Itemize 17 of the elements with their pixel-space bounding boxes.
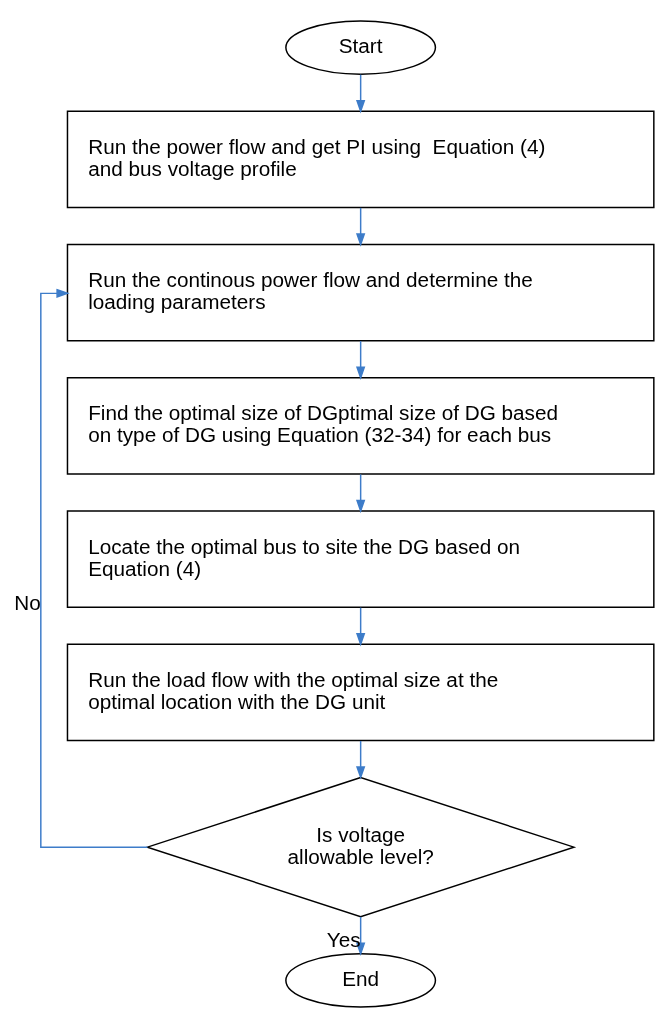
arrow: [356, 473, 366, 513]
node-box: Locate the optimal bus to site the DG based on Equation (4): [66, 509, 655, 608]
arrow: [356, 73, 366, 113]
node-ellipse: End: [285, 952, 437, 1008]
node-ellipse: Start: [285, 19, 437, 75]
edge-label: Yes: [326, 927, 361, 951]
arrow: [356, 739, 366, 779]
node-box: Run the power flow and get PI using Equation (4) and bus voltage profile: [66, 110, 655, 208]
node-diamond: Is voltage allowable level?: [145, 776, 577, 918]
arrow: [40, 288, 149, 848]
edge-label: No: [14, 590, 41, 614]
node-box: Run the continous power flow and determine the loading parameters: [66, 243, 655, 341]
node-box: Run the load flow with the optimal size at the optimal location with the DG unit: [66, 643, 655, 741]
arrow: [356, 606, 366, 646]
node-box: Find the optimal size of DGptimal size of DG based on type of DG using Equation (32-34) for each bus: [66, 376, 655, 475]
arrow: [356, 339, 366, 380]
arrow: [356, 206, 366, 247]
